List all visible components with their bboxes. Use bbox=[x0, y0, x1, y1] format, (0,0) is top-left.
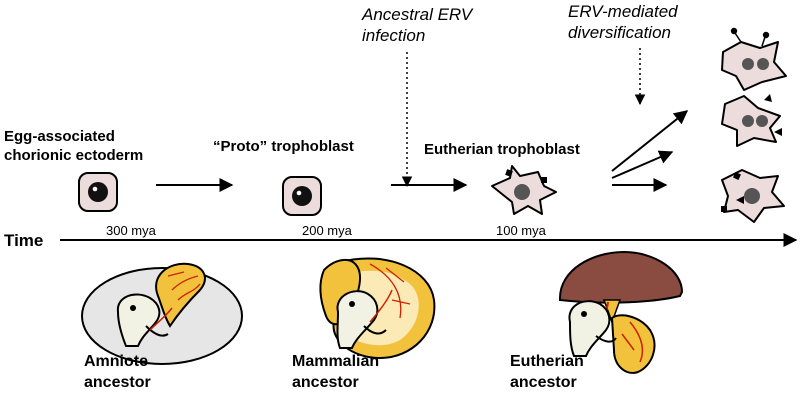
tick-100-mya: 100 mya bbox=[496, 223, 547, 238]
diversification-arrow-mid bbox=[611, 150, 674, 179]
eutherian-trophoblast-cell-icon bbox=[491, 165, 557, 215]
chorionic-label-line1: Egg-associated bbox=[4, 128, 115, 145]
amniote-ancestor-line1: Amniote bbox=[84, 353, 148, 370]
proto-trophoblast-cell-icon bbox=[282, 176, 322, 216]
mammalian-ancestor-line2: ancestor bbox=[292, 374, 359, 391]
chorionic-label-line2: chorionic ectoderm bbox=[4, 147, 143, 164]
tick-300-mya: 300 mya bbox=[106, 223, 157, 238]
mammalian-embryo-illustration bbox=[319, 257, 436, 360]
ancestral-erv-line2: infection bbox=[362, 26, 425, 45]
erv-diversification-line2: diversification bbox=[568, 23, 671, 42]
diversification-arrow-up bbox=[611, 110, 689, 172]
eutherian-embryo-illustration bbox=[559, 250, 684, 374]
proto-trophoblast-label: “Proto” trophoblast bbox=[213, 138, 354, 155]
tick-200-mya: 200 mya bbox=[302, 223, 353, 238]
chorionic-cell-icon bbox=[78, 172, 118, 212]
erv-diversification-line1: ERV-mediated bbox=[568, 2, 678, 21]
eutherian-trophoblast-label: Eutherian trophoblast bbox=[424, 141, 580, 158]
diversified-cell-2-icon bbox=[721, 94, 782, 147]
diversified-cell-3-icon bbox=[721, 169, 785, 223]
eutherian-ancestor-line2: ancestor bbox=[510, 374, 577, 391]
amniote-egg-illustration bbox=[81, 262, 243, 365]
amniote-ancestor-line2: ancestor bbox=[84, 374, 151, 391]
ancestral-erv-line1: Ancestral ERV bbox=[361, 5, 474, 24]
diversified-cell-1-icon bbox=[721, 27, 787, 91]
eutherian-ancestor-line1: Eutherian bbox=[510, 353, 584, 370]
mammalian-ancestor-line1: Mammalian bbox=[292, 353, 379, 370]
time-label: Time bbox=[4, 231, 43, 250]
